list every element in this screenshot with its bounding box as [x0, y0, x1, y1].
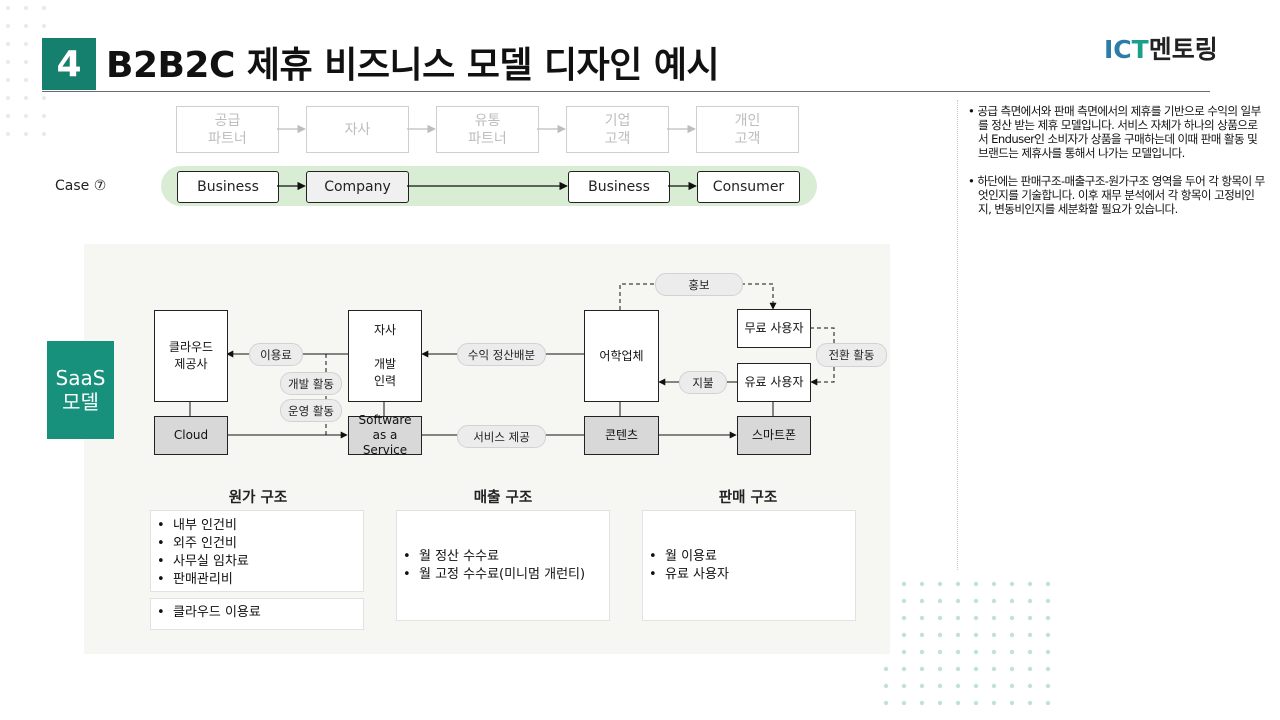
page-title: B2B2C 제휴 비즈니스 모델 디자인 예시: [106, 45, 720, 86]
sales-structure-title: 판매 구조: [718, 490, 778, 506]
cost-structure-box: 내부 인건비 외주 인건비 사무실 임차료 판매관리비: [150, 510, 364, 592]
list-item: 사무실 임차료: [151, 553, 363, 571]
case-number: ⑦: [93, 178, 107, 194]
section-number-badge: 4: [42, 38, 96, 90]
case-consumer: Consumer: [697, 171, 800, 203]
title-divider: [42, 91, 1210, 92]
list-item: 유료 사용자: [643, 566, 855, 584]
list-item: 외주 인건비: [151, 535, 363, 553]
flow-distribution-partner: 유통 파트너: [436, 106, 539, 153]
saas-model-label: SaaS 모델: [47, 341, 114, 439]
node-paid-user: 유료 사용자: [737, 363, 811, 402]
cost-structure-extra-box: 클라우드 이용료: [150, 598, 364, 630]
ict-mentoring-logo: ICT멘토링: [1104, 30, 1218, 66]
edge-revenue-share: 수익 정산배분: [457, 343, 546, 366]
notes-divider: [957, 100, 959, 570]
case-company: Company: [306, 171, 409, 203]
flow-business-customer: 기업 고객: [566, 106, 669, 153]
flow-individual-customer: 개인 고객: [696, 106, 799, 153]
list-item: 클라우드 이용료: [151, 604, 363, 622]
node-cloud-provider: 클라우드 제공사: [154, 310, 228, 402]
edge-payment: 지불: [679, 371, 727, 394]
logo-mentoring: 멘토링: [1148, 35, 1218, 64]
edge-promotion: 홍보: [655, 273, 743, 296]
revenue-structure-box: 월 정산 수수료 월 고정 수수료(미니멈 개런티): [396, 510, 610, 621]
node-contents: 콘텐츠: [584, 416, 659, 455]
flow-company: 자사: [306, 106, 409, 153]
list-item: 판매관리비: [151, 571, 363, 589]
node-saas: Software as a Service: [348, 413, 422, 457]
list-item: 월 정산 수수료: [397, 548, 609, 566]
edge-service-provide: 서비스 제공: [457, 425, 546, 448]
sales-structure-box: 월 이용료 유료 사용자: [642, 510, 856, 621]
note-item: 공급 측면에서와 판매 측면에서의 제휴를 기반으로 수익의 일부를 정산 받는…: [966, 104, 1266, 160]
node-cloud: Cloud: [154, 416, 228, 455]
node-free-user: 무료 사용자: [737, 309, 811, 348]
logo-t: T: [1131, 35, 1149, 64]
edge-dev-activity: 개발 활동: [280, 372, 342, 395]
case-business-2: Business: [568, 171, 670, 203]
case-label: Case ⑦: [55, 178, 107, 194]
edge-usage-fee: 이용료: [249, 343, 303, 366]
logo-ic: IC: [1104, 35, 1132, 64]
list-item: 월 이용료: [643, 548, 855, 566]
list-item: 월 고정 수수료(미니멈 개런티): [397, 566, 609, 584]
cost-structure-title: 원가 구조: [228, 490, 288, 506]
notes-panel: 공급 측면에서와 판매 측면에서의 제휴를 기반으로 수익의 일부를 정산 받는…: [966, 104, 1266, 230]
edge-ops-activity: 운영 활동: [280, 399, 342, 422]
node-smartphone: 스마트폰: [737, 416, 811, 455]
node-company-dev: 자사 개발 인력: [348, 310, 422, 402]
edge-conversion: 전환 활동: [816, 343, 887, 367]
node-edu-company: 어학업체: [584, 310, 659, 402]
flow-supply-partner: 공급 파트너: [176, 106, 279, 153]
revenue-structure-title: 매출 구조: [473, 490, 533, 506]
case-business-1: Business: [177, 171, 279, 203]
list-item: 내부 인건비: [151, 517, 363, 535]
note-item: 하단에는 판매구조-매출구조-원가구조 영역을 두어 각 항목이 무엇인지를 기…: [966, 174, 1266, 216]
